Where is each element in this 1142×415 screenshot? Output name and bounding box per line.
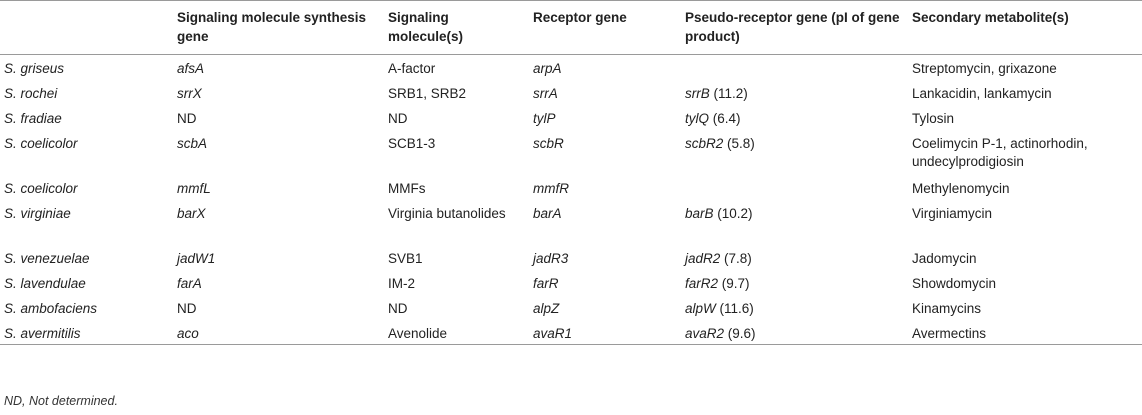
cell-signaling-molecule: MMFs bbox=[388, 180, 426, 196]
cell-signaling-molecule: Avenolide bbox=[388, 325, 448, 341]
cell-signaling-molecule: ND bbox=[388, 110, 408, 126]
cell-pseudo-receptor: jadR2 (7.8) bbox=[681, 245, 908, 270]
cell-secondary-metabolite: Coelimycin P-1, actinorhodin, undecylpro… bbox=[912, 135, 1088, 169]
cell-organism: S. venezuelae bbox=[4, 250, 90, 266]
header-organism bbox=[0, 1, 173, 55]
cell-organism: S. coelicolor bbox=[4, 180, 78, 196]
pseudo-receptor-pi: (9.6) bbox=[724, 325, 756, 341]
cell-receptor-gene: alpZ bbox=[533, 300, 560, 316]
header-signaling-molecule: Signaling molecule(s) bbox=[388, 10, 464, 44]
cell-organism: S. rochei bbox=[4, 85, 58, 101]
header-synthesis-gene: Signaling molecule synthesis gene bbox=[177, 10, 367, 44]
cell-receptor-gene: scbR bbox=[533, 135, 564, 151]
cell-signaling-molecule: ND bbox=[388, 300, 408, 316]
pseudo-receptor-gene: tylQ bbox=[685, 110, 710, 126]
cell-organism: S. fradiae bbox=[4, 110, 62, 126]
cell-organism: S. ambofaciens bbox=[4, 300, 98, 316]
pseudo-receptor-gene: avaR2 bbox=[685, 325, 725, 341]
cell-receptor-gene: arpA bbox=[533, 61, 562, 76]
cell-signaling-molecule: SCB1-3 bbox=[388, 135, 436, 151]
cell-secondary-metabolite: Avermectins bbox=[912, 325, 987, 341]
cell-secondary-metabolite: Methylenomycin bbox=[912, 180, 1010, 196]
cell-signaling-molecule: A-factor bbox=[388, 61, 436, 76]
cell-pseudo-receptor bbox=[681, 55, 908, 80]
cell-secondary-metabolite: Tylosin bbox=[912, 110, 955, 126]
pseudo-receptor-pi: (6.4) bbox=[709, 110, 741, 126]
pseudo-receptor-gene: scbR2 bbox=[685, 135, 724, 151]
pseudo-receptor-pi: (5.8) bbox=[723, 135, 755, 151]
cell-receptor-gene: jadR3 bbox=[533, 250, 569, 266]
table-row: S. coelicolor mmfL MMFs mmfR Methylenomycin bbox=[0, 175, 1142, 200]
pseudo-receptor-pi: (7.8) bbox=[720, 250, 752, 266]
table-row: S. griseus afsA A-factor arpA Streptomycin, … bbox=[0, 55, 1142, 80]
table-row: S. avermitilis aco Avenolide avaR1 avaR2 (9.… bbox=[0, 320, 1142, 345]
cell-pseudo-receptor: srrB (11.2) bbox=[681, 80, 908, 105]
table-row: S. virginiae barX Virginia butanolides barA… bbox=[0, 200, 1142, 245]
cell-pseudo-receptor: alpW (11.6) bbox=[681, 295, 908, 320]
cell-secondary-metabolite: Kinamycins bbox=[912, 300, 982, 316]
cell-signaling-molecule: SVB1 bbox=[388, 250, 423, 266]
cell-receptor-gene: farR bbox=[533, 275, 559, 291]
cell-organism: S. coelicolor bbox=[4, 135, 78, 151]
cell-synthesis-gene: ND bbox=[177, 110, 197, 126]
pseudo-receptor-gene: srrB bbox=[685, 85, 710, 101]
cell-synthesis-gene: barX bbox=[177, 205, 206, 221]
cell-secondary-metabolite: Jadomycin bbox=[912, 250, 977, 266]
cell-secondary-metabolite: Lankacidin, lankamycin bbox=[912, 85, 1052, 101]
footnote: ND, Not determined. bbox=[4, 394, 118, 408]
pseudo-receptor-gene: farR2 bbox=[685, 275, 719, 291]
cell-receptor-gene: mmfR bbox=[533, 180, 569, 196]
cell-pseudo-receptor: farR2 (9.7) bbox=[681, 270, 908, 295]
cell-secondary-metabolite: Showdomycin bbox=[912, 275, 997, 291]
pseudo-receptor-gene: alpW bbox=[685, 300, 716, 316]
cell-synthesis-gene: aco bbox=[177, 325, 199, 341]
cell-pseudo-receptor: scbR2 (5.8) bbox=[681, 130, 908, 175]
header-row: Signaling molecule synthesis gene Signal… bbox=[0, 0, 1142, 55]
streptomyces-signaling-table: Signaling molecule synthesis gene Signal… bbox=[0, 0, 1142, 345]
cell-synthesis-gene: afsA bbox=[177, 61, 205, 76]
cell-organism: S. lavendulae bbox=[4, 275, 86, 291]
pseudo-receptor-pi: (11.2) bbox=[709, 85, 748, 101]
pseudo-receptor-pi: (10.2) bbox=[713, 205, 753, 221]
header-secondary-metabolite: Secondary metabolite(s) bbox=[912, 10, 1069, 25]
cell-synthesis-gene: farA bbox=[177, 275, 202, 291]
cell-receptor-gene: tylP bbox=[533, 110, 556, 126]
pseudo-receptor-pi: (9.7) bbox=[718, 275, 750, 291]
header-pseudo-receptor-gene: Pseudo-receptor gene (pI of gene product… bbox=[685, 10, 900, 44]
cell-synthesis-gene: mmfL bbox=[177, 180, 211, 196]
cell-pseudo-receptor: avaR2 (9.6) bbox=[681, 320, 908, 345]
cell-receptor-gene: srrA bbox=[533, 85, 558, 101]
cell-pseudo-receptor bbox=[681, 175, 908, 200]
cell-signaling-molecule: Virginia butanolides bbox=[388, 205, 506, 221]
cell-synthesis-gene: scbA bbox=[177, 135, 208, 151]
header-receptor-gene: Receptor gene bbox=[533, 10, 627, 25]
pseudo-receptor-gene: jadR2 bbox=[685, 250, 721, 266]
cell-synthesis-gene: jadW1 bbox=[177, 250, 216, 266]
cell-signaling-molecule: IM-2 bbox=[388, 275, 415, 291]
cell-organism: S. virginiae bbox=[4, 205, 71, 221]
cell-secondary-metabolite: Streptomycin, grixazone bbox=[912, 61, 1057, 76]
pseudo-receptor-pi: (11.6) bbox=[715, 300, 754, 316]
cell-organism: S. avermitilis bbox=[4, 325, 81, 341]
cell-synthesis-gene: ND bbox=[177, 300, 197, 316]
cell-signaling-molecule: SRB1, SRB2 bbox=[388, 85, 467, 101]
pseudo-receptor-gene: barB bbox=[685, 205, 714, 221]
cell-receptor-gene: avaR1 bbox=[533, 325, 573, 341]
cell-secondary-metabolite: Virginiamycin bbox=[912, 205, 993, 221]
cell-pseudo-receptor: tylQ (6.4) bbox=[681, 105, 908, 130]
cell-receptor-gene: barA bbox=[533, 205, 562, 221]
cell-pseudo-receptor: barB (10.2) bbox=[681, 200, 908, 245]
cell-organism: S. griseus bbox=[4, 61, 65, 76]
cell-synthesis-gene: srrX bbox=[177, 85, 202, 101]
